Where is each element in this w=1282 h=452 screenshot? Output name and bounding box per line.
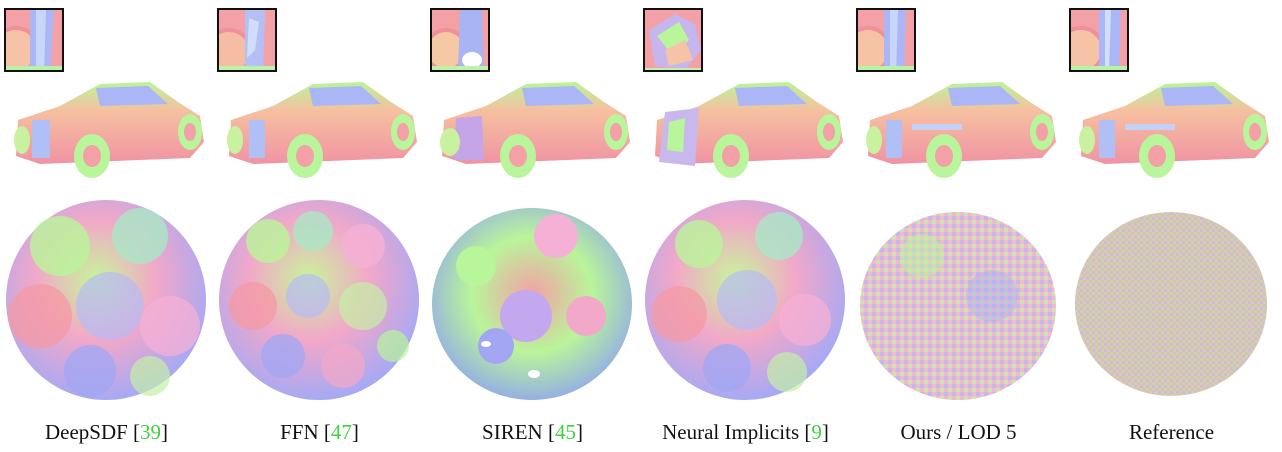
zoom-inset xyxy=(643,8,703,72)
zoom-inset xyxy=(217,8,277,72)
column-ffn: FFN [47] xyxy=(213,0,426,452)
bumpy-sphere-render xyxy=(852,196,1065,406)
zoom-inset xyxy=(430,8,490,72)
car-render xyxy=(426,72,639,190)
column-neural-implicits: Neural Implicits [9] xyxy=(639,0,852,452)
car-render xyxy=(213,72,426,190)
caption: Neural Implicits [9] xyxy=(662,420,829,444)
caption: Reference xyxy=(1128,420,1215,444)
caption: Ours / LOD 5 xyxy=(900,420,1017,444)
column-siren: SIREN [45] xyxy=(426,0,639,452)
bumpy-sphere-render xyxy=(426,196,639,406)
column-reference: Reference xyxy=(1065,0,1278,452)
bumpy-sphere-render xyxy=(0,196,213,406)
citation-link[interactable]: 45 xyxy=(554,420,576,444)
column-deepsdf: DeepSDF [39] xyxy=(0,0,213,452)
car-render xyxy=(0,72,213,190)
caption: FFN [47] xyxy=(280,420,359,444)
car-render xyxy=(1065,72,1278,190)
citation-link[interactable]: 39 xyxy=(140,420,162,444)
bumpy-sphere-render xyxy=(1065,196,1278,406)
citation-link[interactable]: 47 xyxy=(330,420,352,444)
zoom-inset xyxy=(4,8,64,72)
column-ours: Ours / LOD 5 xyxy=(852,0,1065,452)
bumpy-sphere-render xyxy=(639,196,852,406)
car-render xyxy=(639,72,852,190)
caption: SIREN [45] xyxy=(482,420,583,444)
zoom-inset xyxy=(856,8,916,72)
zoom-inset xyxy=(1069,8,1129,72)
caption: DeepSDF [39] xyxy=(44,420,169,444)
citation-link[interactable]: 9 xyxy=(811,420,822,444)
car-render xyxy=(852,72,1065,190)
bumpy-sphere-render xyxy=(213,196,426,406)
